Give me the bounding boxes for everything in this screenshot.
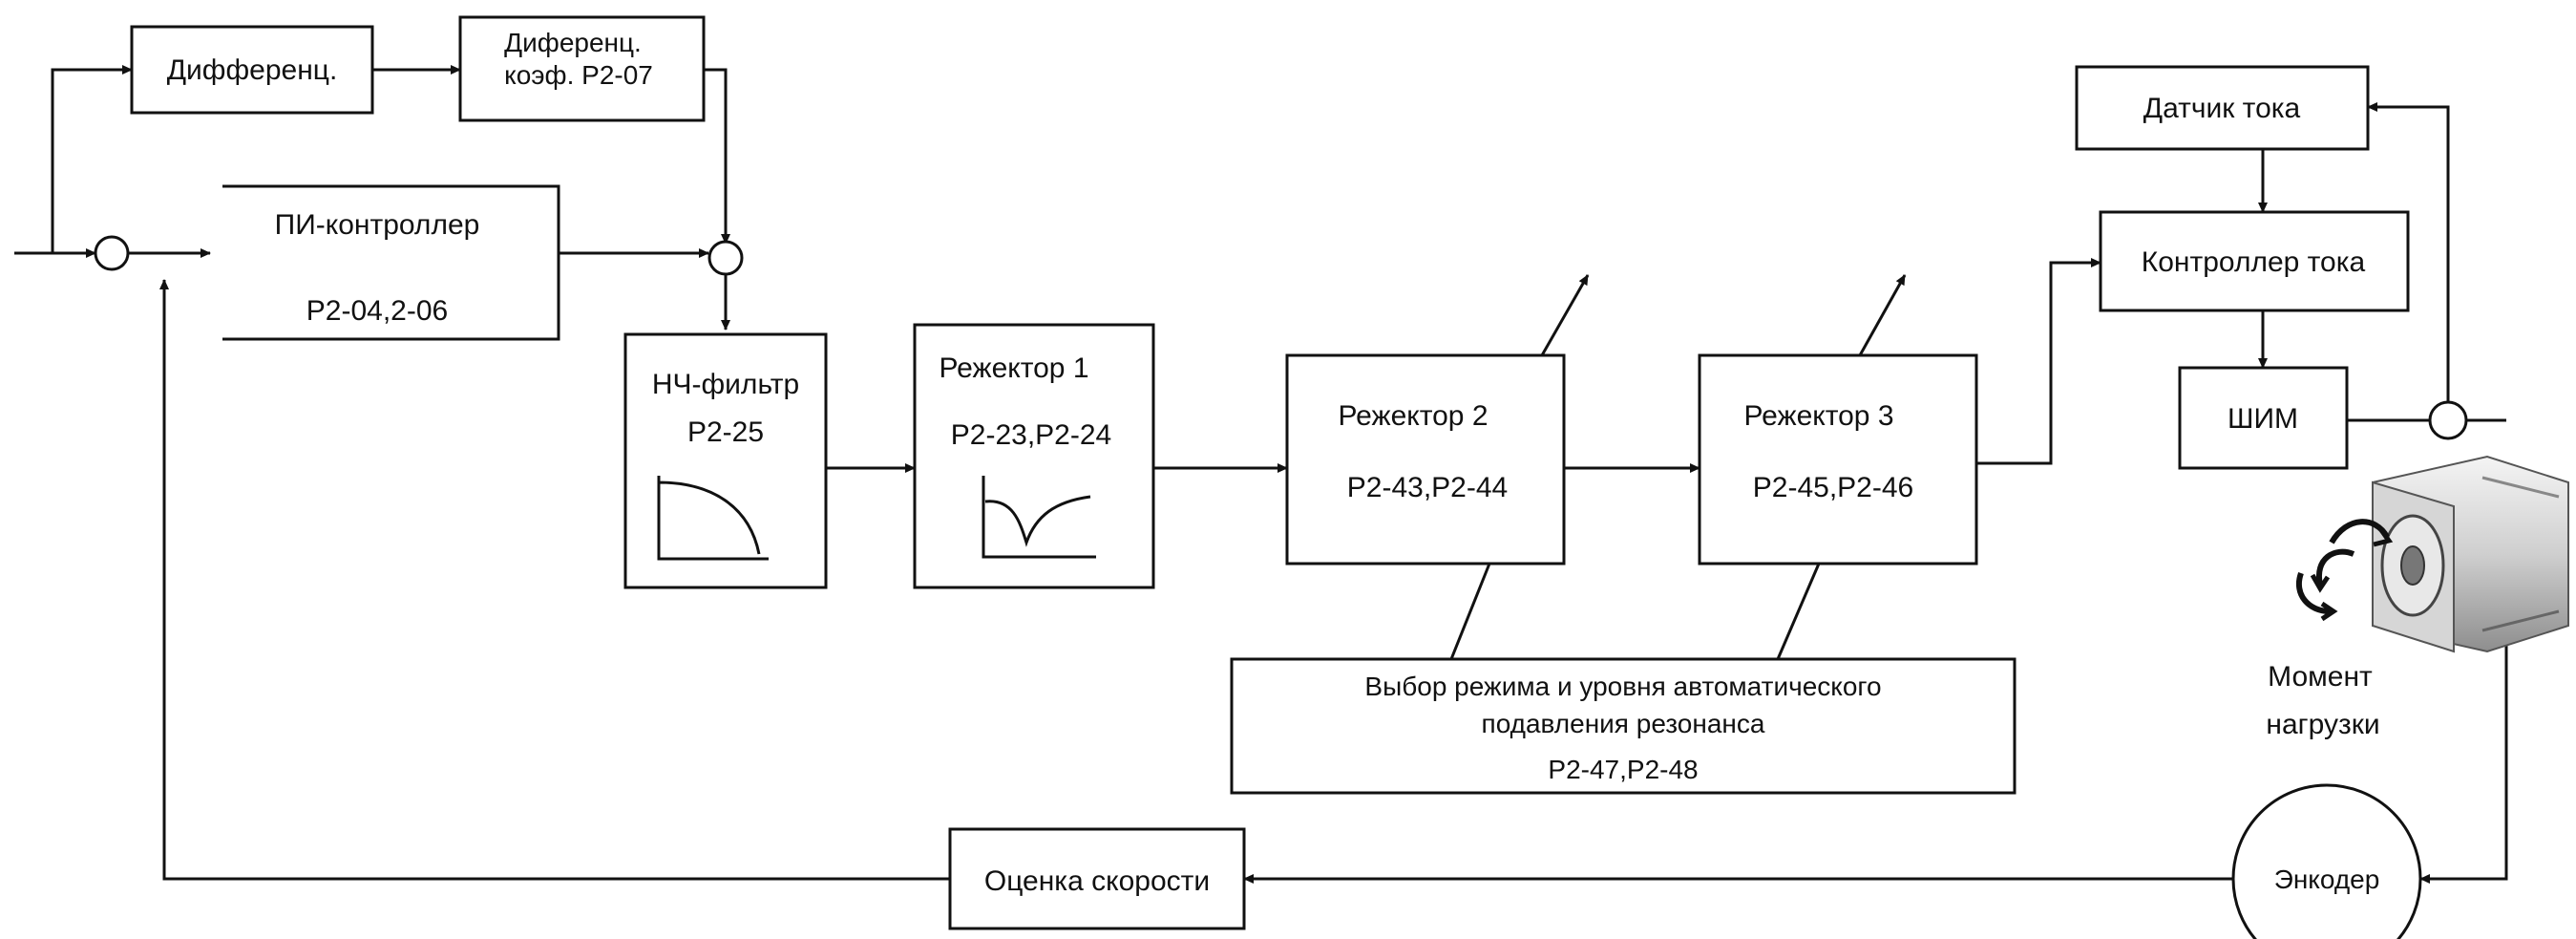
notch3-to-auto-line (1776, 563, 1821, 660)
current-sensor-block: Датчик тока (2075, 65, 2370, 151)
current-controller-block: Контроллер тока (2099, 210, 2410, 312)
encoder-label: Энкодер (2274, 864, 2380, 894)
notch2-adjust-arrow (1540, 274, 1590, 356)
diff-gain-label-2: коэф. P2-07 (504, 60, 653, 90)
notch2-to-auto-line (1449, 563, 1491, 660)
diff-gain-label-1: Диференц. (504, 28, 642, 57)
lpf-label: НЧ-фильтр (652, 369, 799, 400)
pi-controller-block: ПИ-контроллер P2-04,2-06 (222, 184, 560, 341)
notch2-params: P2-43,P2-44 (1347, 472, 1508, 503)
lowpass-response-icon (657, 476, 769, 561)
load-torque-label-1: Момент (2268, 661, 2373, 693)
low-pass-filter-block: НЧ-фильтр P2-25 (623, 332, 828, 589)
differentiator-block: Дифференц. (130, 25, 374, 115)
notch-response-icon (982, 476, 1096, 559)
wire-to-diff (51, 65, 133, 253)
lpf-param: P2-25 (687, 416, 764, 448)
notch-filter-3-block: Режектор 3 P2-45,P2-46 (1698, 353, 1978, 566)
notch1-params: P2-23,P2-24 (951, 419, 1111, 451)
pi-controller-params: P2-04,2-06 (306, 295, 448, 327)
pwm-label: ШИМ (2228, 403, 2298, 435)
notch-filter-1-block: Режектор 1 P2-23,P2-24 (913, 323, 1155, 589)
wire-notch3-to-current-ctrl (1976, 258, 2101, 465)
auto-resonance-line-2: подавления резонанса (1482, 709, 1765, 738)
notch3-params: P2-45,P2-46 (1753, 472, 1913, 503)
wire-motor-to-encoder (2419, 621, 2508, 884)
wire-gain-to-sum (704, 68, 730, 245)
encoder-block: Энкодер (2231, 783, 2422, 939)
auto-resonance-params: P2-47,P2-48 (1548, 755, 1698, 784)
diff-gain-block: Диференц. коэф. P2-07 (458, 15, 706, 122)
notch3-label: Режектор 3 (1743, 400, 1893, 432)
load-torque-label-2: нагрузки (2266, 709, 2379, 740)
auto-resonance-suppression-block: Выбор режима и уровня автоматического по… (1230, 657, 2016, 795)
auto-resonance-line-1: Выбор режима и уровня автоматического (1364, 672, 1881, 701)
pi-controller-label: ПИ-контроллер (275, 209, 480, 241)
notch2-label: Режектор 2 (1338, 400, 1488, 432)
summing-junction-1 (94, 235, 130, 271)
summing-junction-2 (707, 240, 744, 276)
differentiator-label: Дифференц. (167, 54, 338, 86)
summing-junction-3 (2428, 400, 2468, 440)
notch-filter-2-block: Режектор 2 P2-43,P2-44 (1285, 353, 1566, 566)
current-sensor-label: Датчик тока (2143, 93, 2301, 124)
wire-sum3-to-sensor (2367, 102, 2450, 401)
speed-estimation-block: Оценка скорости (948, 827, 1246, 930)
speed-estimation-label: Оценка скорости (984, 865, 1210, 897)
notch1-label: Режектор 1 (939, 352, 1088, 384)
notch3-adjust-arrow (1858, 274, 1907, 356)
current-controller-label: Контроллер тока (2142, 246, 2366, 278)
rotation-arrows-icon (2296, 519, 2394, 622)
servo-motor-image (2372, 455, 2569, 653)
wire-estimation-to-sum1 (159, 279, 950, 881)
pwm-block: ШИМ (2178, 366, 2349, 470)
